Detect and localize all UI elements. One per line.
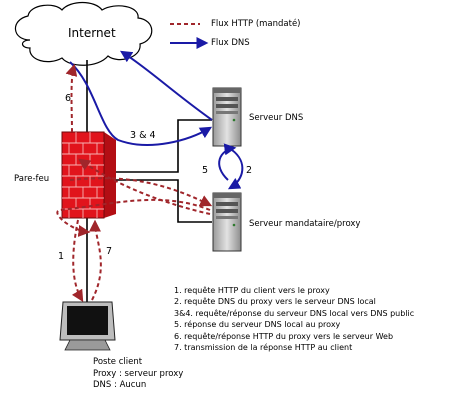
client-proxy-setting: Proxy : serveur proxy [93,368,184,379]
step-item: 3&4. requête/réponse du serveur DNS loca… [174,308,415,318]
edge-label-7: 7 [106,246,113,257]
step-item: 5. réponse du serveur DNS local au proxy [174,320,341,330]
firewall-icon [61,131,116,219]
client-info: Poste client Proxy : serveur proxy DNS :… [93,357,183,392]
step-item: 1. requête HTTP du client vers le proxy [174,286,330,295]
internet-cloud-icon [14,1,153,66]
network-links [86,60,212,302]
step-item: 7. transmission de la réponse HTTP au cl… [174,343,353,353]
legend-dns-label: Flux DNS [211,38,250,48]
dns-flows [69,50,244,190]
edge-label-1: 1 [58,251,65,262]
edge-label-2: 2 [246,165,253,176]
dns-flow-3-4 [69,61,213,146]
dns-server-label: Serveur DNS [249,113,304,123]
legend-http-label: Flux HTTP (mandaté) [211,19,301,29]
dns-flow-5 [227,149,244,190]
firewall-label: Pare-feu [14,174,50,184]
client-dns-setting: DNS : Aucun [93,380,147,390]
proxy-server-icon [212,192,242,252]
dns-server-icon [212,87,242,147]
http-flow-back [56,198,211,237]
http-flow-proxy-in [69,177,213,207]
http-flows [56,23,213,303]
edge-label-6: 6 [65,93,72,104]
dns-flow-2 [218,143,237,181]
step-item: 2. requête DNS du proxy vers le serveur … [174,297,376,307]
proxy-server-label: Serveur mandataire/proxy [249,219,361,229]
client-monitor-icon [59,301,116,351]
client-title: Poste client [93,357,143,367]
edge-label-5: 5 [202,165,209,176]
http-flow-7 [89,219,102,301]
link-firewall-dns [112,119,212,173]
internet-label: Internet [68,26,116,40]
http-flow-6 [65,63,78,133]
http-flow-proxy-out [78,158,211,215]
dns-flow-to-internet [119,50,213,121]
step-item: 6. requête/réponse HTTP du proxy vers le… [174,331,394,341]
http-flow-1 [71,219,84,303]
edge-label-3-4: 3 & 4 [130,130,156,141]
steps-list: 1. requête HTTP du client vers le proxy … [174,285,414,353]
link-firewall-proxy [112,179,212,223]
